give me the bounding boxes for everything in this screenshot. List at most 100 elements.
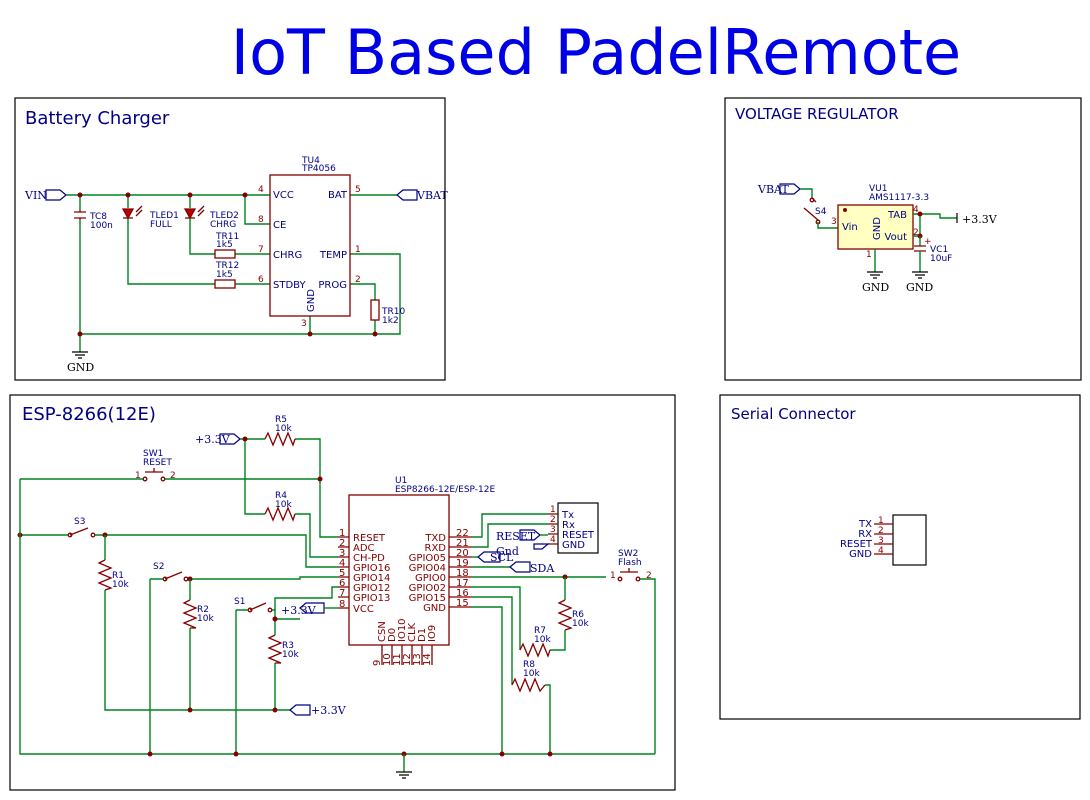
conn-num-1: 1 xyxy=(550,505,556,515)
vin-label: VIN xyxy=(24,189,47,202)
tu4-num-1: 1 xyxy=(355,245,361,255)
serial-frame xyxy=(719,394,1081,720)
u1-pin-gpio13: GPIO13 xyxy=(353,593,390,604)
battery-charger-frame xyxy=(14,97,446,381)
serial-connector: TX RX RESET GND 1 2 3 4 xyxy=(840,514,927,566)
gnd-label-reg1: GND xyxy=(862,281,889,294)
conn-pin-rx: Rx xyxy=(562,520,575,531)
v33-flag-bottom xyxy=(289,704,311,716)
sw1-p2: 2 xyxy=(170,471,176,481)
vu1-ref: VU1 xyxy=(869,184,887,194)
sw1-p1: 1 xyxy=(135,471,141,481)
tu4-pin-temp: TEMP xyxy=(319,250,347,261)
u1-num-3: 3 xyxy=(339,548,345,559)
tu4-pin-chrg: CHRG xyxy=(273,250,302,261)
serial-pin-tx: TX xyxy=(858,519,872,530)
u1-right-pins: TXD RXD GPIO05 GPIO04 GPIO0 GPIO02 GPIO1… xyxy=(409,528,472,614)
v33-label-top: +3.3V xyxy=(195,433,231,446)
vu1-num-4: 4 xyxy=(913,205,919,215)
u1-num-10: 10 xyxy=(382,653,393,666)
u1-num-14: 14 xyxy=(422,653,433,666)
vu1-num-1: 1 xyxy=(866,250,872,260)
vbat-label: VBAT xyxy=(416,189,448,202)
sda-label: SDA xyxy=(530,562,555,575)
r2-value: 10k xyxy=(197,614,214,624)
u1-pin-txd: TXD xyxy=(424,533,446,544)
u1-pin-gpio04: GPIO04 xyxy=(409,563,446,574)
u1-pin-gpio0: GPIO0 xyxy=(415,573,446,584)
tu4-pin-bat: BAT xyxy=(328,190,348,201)
r4-value: 10k xyxy=(275,500,292,510)
vbat-label-reg: VBAT xyxy=(757,183,789,196)
vc1-ref: VC1 xyxy=(930,245,948,255)
gnd-symbol-esp xyxy=(396,771,412,779)
u1-num-19: 19 xyxy=(456,558,469,569)
serial-title: Serial Connector xyxy=(731,405,856,423)
tled2-ref: TLED2 xyxy=(209,211,239,221)
tu4-num-5: 5 xyxy=(355,185,361,195)
u1-num-12: 12 xyxy=(402,653,413,666)
tled1-value: FULL xyxy=(150,220,172,230)
gnd-symbol xyxy=(72,351,88,359)
conn-num-2: 2 xyxy=(550,515,556,525)
vu1-pin-gnd: GND xyxy=(872,217,883,240)
u1-ref: U1 xyxy=(395,476,407,486)
s4-ref: S4 xyxy=(815,207,827,217)
tu4-body xyxy=(269,174,351,317)
u1-pin-reset: RESET xyxy=(353,533,386,544)
u1-pin-d1: D1 xyxy=(417,628,428,642)
r5-value: 10k xyxy=(275,424,292,434)
u1-num-17: 17 xyxy=(456,578,469,589)
tu4-num-6: 6 xyxy=(258,275,264,285)
sda-flag xyxy=(509,561,531,573)
u1-pin-rxd: RXD xyxy=(425,543,447,554)
gnd-flag xyxy=(533,543,550,550)
r7-value: 10k xyxy=(534,635,551,645)
r8-ref: R8 xyxy=(523,660,535,670)
esp-title: ESP-8266(12E) xyxy=(22,404,156,425)
u1-pin-gpio14: GPIO14 xyxy=(353,573,390,584)
serial-num-2: 2 xyxy=(878,526,884,536)
tr12-ref: TR12 xyxy=(215,261,239,271)
serial-num-1: 1 xyxy=(878,516,884,526)
scl-flag xyxy=(477,551,501,563)
v33-flag-top xyxy=(219,433,241,445)
u1-bottom-pins: CSN D0 IO10 CLK D1 IO9 9 10 11 12 13 14 xyxy=(372,618,438,666)
tr10-ref: TR10 xyxy=(381,307,405,317)
serial-pin-gnd: GND xyxy=(849,549,872,560)
vin-flag xyxy=(45,189,67,201)
vu1-pin-vout: Vout xyxy=(885,232,908,243)
tu4-pin-stdby: STDBY xyxy=(273,280,306,291)
s1-ref: S1 xyxy=(234,597,245,607)
u1-num-21: 21 xyxy=(456,538,469,549)
u1-left-pins: RESET ADC CH-PD GPIO16 GPIO14 GPIO12 GPI… xyxy=(338,528,390,615)
voltage-regulator-title: VOLTAGE REGULATOR xyxy=(735,105,899,123)
gnd-label-reg2: GND xyxy=(906,281,933,294)
vc1-value: 10uF xyxy=(930,254,952,264)
r1-value: 10k xyxy=(112,580,129,590)
sw2-value: Flash xyxy=(618,558,642,568)
tc8-value: 100n xyxy=(90,221,113,231)
u1-num-1: 1 xyxy=(339,528,345,539)
u1-num-2: 2 xyxy=(339,538,345,549)
vu1-pin-vin: Vin xyxy=(842,222,858,233)
tr11-ref: TR11 xyxy=(215,232,239,242)
u1-pin-gnd: GND xyxy=(423,603,446,614)
u1-num-4: 4 xyxy=(339,558,345,569)
u1-num-13: 13 xyxy=(412,653,423,666)
esp-connector xyxy=(557,502,599,554)
scl-label: SCL xyxy=(490,551,514,564)
tled1-ref: TLED1 xyxy=(149,211,179,221)
u1-pin-gpio16: GPIO16 xyxy=(353,563,390,574)
u1-num-11: 11 xyxy=(392,653,403,666)
u1-body xyxy=(348,494,450,646)
r7-ref: R7 xyxy=(534,626,546,636)
vc1-plus: + xyxy=(924,237,932,247)
tr10-value: 1k2 xyxy=(382,316,399,326)
voltage-regulator-frame xyxy=(724,97,1082,381)
conn-num-4: 4 xyxy=(550,535,556,545)
r4-ref: R4 xyxy=(275,491,287,501)
u1-value: ESP8266-12E/ESP-12E xyxy=(395,485,495,495)
tu4-num-7: 7 xyxy=(258,245,264,255)
sw1-value: RESET xyxy=(143,458,172,468)
